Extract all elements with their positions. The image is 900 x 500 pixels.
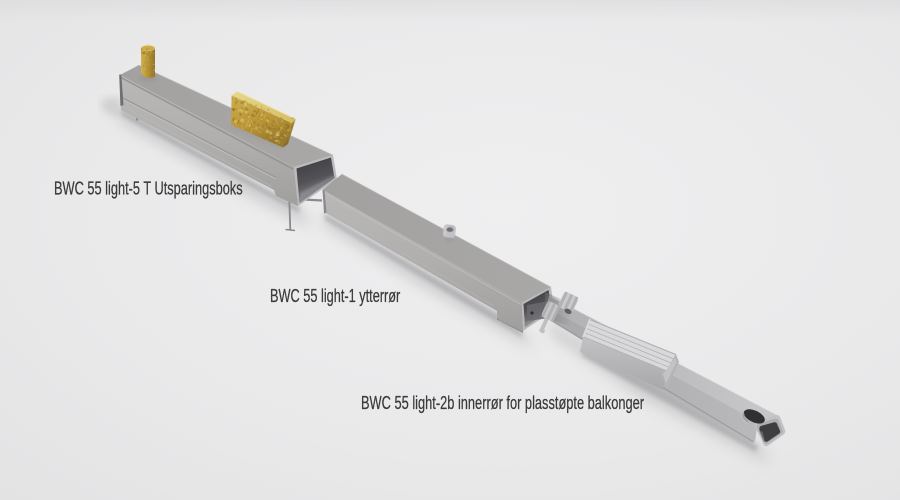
svg-text:BWC 55 light-1 ytterrør: BWC 55 light-1 ytterrør bbox=[270, 286, 400, 306]
svg-text:BWC 55 light-2b innerrør for p: BWC 55 light-2b innerrør for plasstøpte … bbox=[361, 393, 644, 413]
svg-text:BWC 55 light-5 T Utsparingsbok: BWC 55 light-5 T Utsparingsboks bbox=[54, 179, 243, 199]
